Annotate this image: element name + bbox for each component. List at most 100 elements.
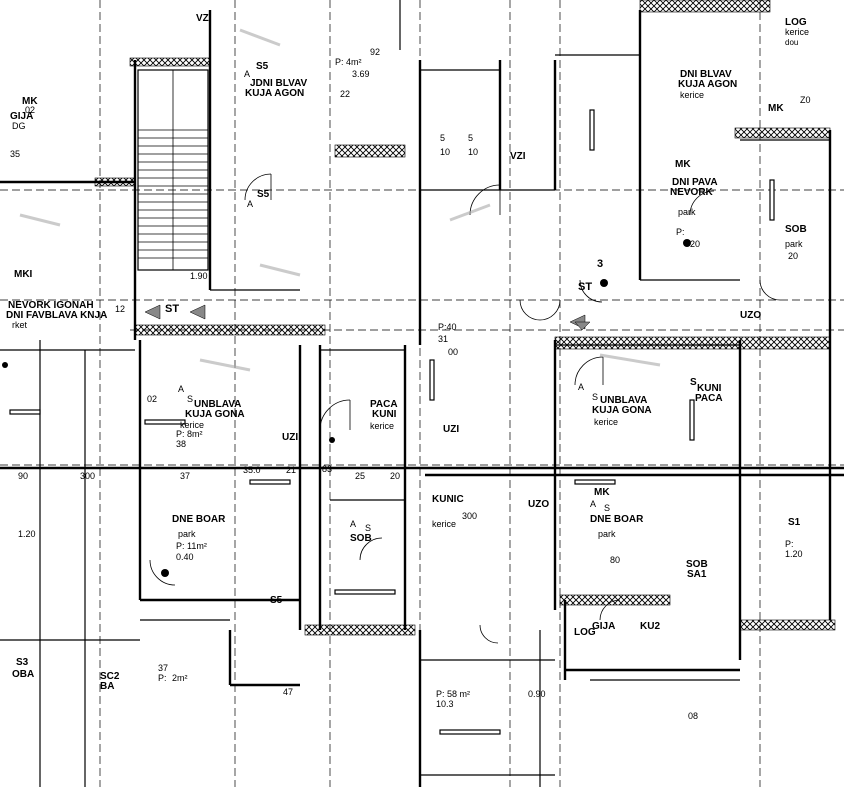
plan-label: park	[598, 529, 616, 539]
room-code: S3	[16, 657, 29, 668]
dimension: 25	[355, 471, 366, 481]
room-name: UNBLAVA	[600, 395, 648, 406]
room-name: DNE BOAR	[172, 514, 226, 525]
room-name: DNI PAVA	[672, 177, 718, 188]
plan-label: kerice	[180, 420, 205, 430]
plan-label: kerice	[432, 519, 457, 529]
door-swings	[149, 173, 781, 644]
room-code: S	[690, 377, 697, 388]
room-name: DNE BOAR	[590, 514, 644, 525]
plan-label: S	[604, 503, 611, 513]
room-area: P:40	[438, 322, 457, 332]
room-name: KUJA GONA	[185, 409, 245, 420]
room-code: MK	[22, 96, 38, 107]
stair-label: ST	[165, 303, 180, 315]
room-name: PACA	[695, 393, 723, 404]
column-dots	[2, 239, 691, 577]
plan-label: A	[244, 69, 251, 79]
plan-label: A	[578, 382, 585, 392]
dimension: 20	[690, 239, 701, 249]
room-name: PACA	[370, 399, 398, 410]
room-name: GIJA	[10, 111, 34, 122]
dimension: 0.90	[528, 689, 546, 699]
dimension: 92	[370, 47, 381, 57]
room-name: UNBLAVA	[194, 399, 242, 410]
dimension: 35.0	[243, 465, 261, 475]
room-code: S5	[256, 61, 269, 72]
dimension: 20	[390, 471, 401, 481]
dimension: 00	[448, 347, 459, 357]
room-name: OBA	[12, 669, 35, 680]
plan-label: dou	[785, 38, 799, 47]
axis-markers	[144, 304, 591, 331]
plan-label: UZO	[740, 310, 762, 321]
dimension: 10	[440, 147, 451, 157]
room-name: LOG	[785, 17, 807, 28]
room-area: 2m²	[172, 673, 188, 683]
room-name: KUJA AGON	[678, 79, 738, 90]
plan-label: park	[785, 239, 803, 249]
staircase	[137, 69, 209, 271]
plan-label: A	[350, 519, 357, 529]
dimension: 1.20	[18, 529, 36, 539]
plan-label: park	[678, 207, 696, 217]
room-code: SOB	[785, 224, 807, 235]
room-name: JDNI BLVAV	[250, 78, 308, 89]
dimension: 47	[283, 687, 294, 697]
room-area: P:	[676, 227, 685, 237]
room-code: KU2	[640, 621, 661, 632]
stair-label: 3	[597, 258, 604, 270]
dimension: 12	[115, 304, 126, 314]
dimension: 80	[610, 555, 621, 565]
dimension: 90	[18, 471, 29, 481]
plan-label: A	[247, 199, 254, 209]
dimension: 31	[438, 334, 449, 344]
room-name: NEVORK IGONAH	[8, 300, 94, 311]
room-code: MKI	[14, 269, 33, 280]
plan-label: A	[590, 499, 597, 509]
stair-label: ST	[578, 281, 593, 293]
room-area: P: 11m²	[176, 541, 207, 551]
dimension: 02	[147, 394, 158, 404]
room-area: P:	[158, 673, 167, 683]
room-name: LOG	[574, 627, 596, 638]
room-name: KUNI	[372, 409, 397, 420]
plan-label: rket	[12, 320, 28, 330]
plan-label: DG	[12, 121, 26, 131]
dimension: 0.40	[176, 552, 194, 562]
plan-label: kerice	[594, 417, 619, 427]
dimension: 08	[688, 711, 699, 721]
room-name: KUJA GONA	[592, 405, 652, 416]
dimension: 22	[340, 89, 351, 99]
dimension: 21	[286, 465, 297, 475]
dimension: 35	[10, 149, 21, 159]
dimension: 37	[180, 471, 191, 481]
room-code: MK	[594, 487, 610, 498]
plan-label: kerice	[370, 421, 395, 431]
plan-label: kerice	[785, 27, 810, 37]
dimension: 10.3	[436, 699, 454, 709]
dimension: 5	[468, 133, 474, 143]
plan-label: park	[178, 529, 196, 539]
plan-label: UZI	[282, 432, 299, 443]
room-area: P:	[785, 539, 794, 549]
plan-label: S	[592, 392, 599, 402]
dimension: 5	[440, 133, 446, 143]
room-code: S5	[257, 189, 270, 200]
dimension: 38	[176, 439, 187, 449]
dimension: 1.20	[785, 549, 803, 559]
dimension: 3.69	[352, 69, 370, 79]
plan-label: S	[365, 523, 372, 533]
dimension: 20	[788, 251, 799, 261]
room-code: MK	[768, 103, 784, 114]
room-name: GIJA	[592, 621, 616, 632]
dimension: 300	[80, 471, 96, 481]
window-marks	[9, 109, 775, 735]
plan-label: kerice	[680, 90, 705, 100]
room-name: KUNI	[697, 383, 722, 394]
room-name: BA	[100, 681, 115, 692]
room-code: SOB	[350, 533, 372, 544]
room-area: P: 8m²	[176, 429, 203, 439]
room-code: SC2	[100, 671, 120, 682]
